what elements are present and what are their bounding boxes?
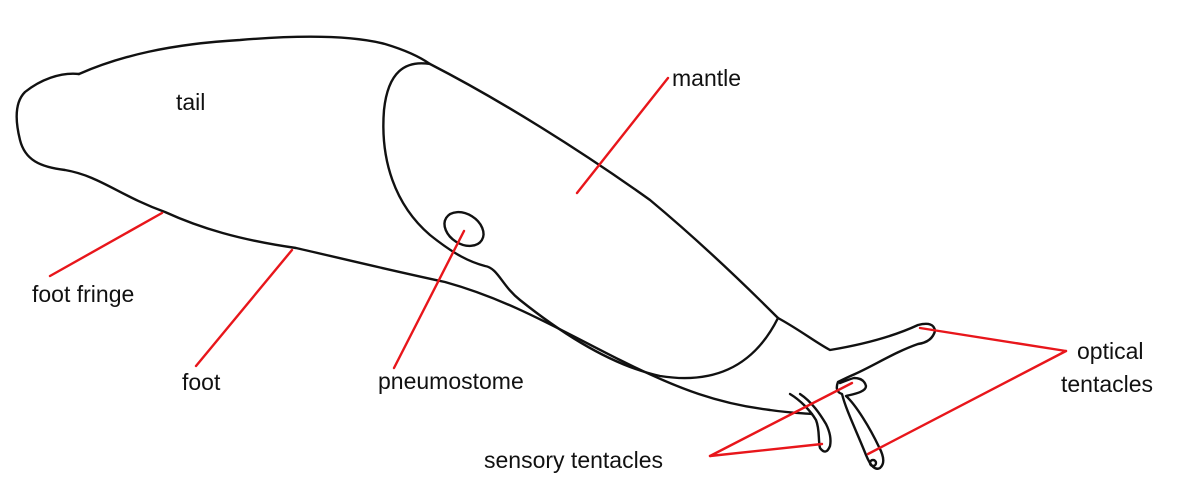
label-optical-tentacles-line1: optical bbox=[1077, 338, 1143, 364]
foot-outline bbox=[15, 72, 814, 416]
label-foot-fringe: foot fringe bbox=[32, 281, 134, 307]
leader-optical-lower bbox=[866, 349, 1068, 456]
leader-sensory-upper bbox=[708, 381, 854, 458]
label-foot: foot bbox=[182, 369, 221, 395]
label-sensory-tentacles: sensory tentacles bbox=[484, 447, 663, 473]
leader-foot-fringe bbox=[48, 211, 164, 278]
leader-pneumostome bbox=[392, 229, 466, 370]
label-optical-tentacles-line2: tentacles bbox=[1061, 371, 1153, 397]
label-mantle: mantle bbox=[672, 65, 741, 91]
leader-optical-upper bbox=[918, 326, 1068, 353]
eye-spot-icon bbox=[868, 458, 878, 468]
leader-sensory-lower bbox=[708, 442, 824, 458]
mantle-outline bbox=[382, 62, 780, 380]
leader-foot bbox=[194, 248, 294, 368]
sensory-tentacle-outline bbox=[788, 392, 832, 453]
label-tail: tail bbox=[176, 89, 205, 115]
body-outline bbox=[77, 35, 937, 470]
leader-mantle bbox=[575, 76, 670, 195]
pneumostome-opening bbox=[443, 210, 485, 248]
label-pneumostome: pneumostome bbox=[378, 368, 524, 394]
